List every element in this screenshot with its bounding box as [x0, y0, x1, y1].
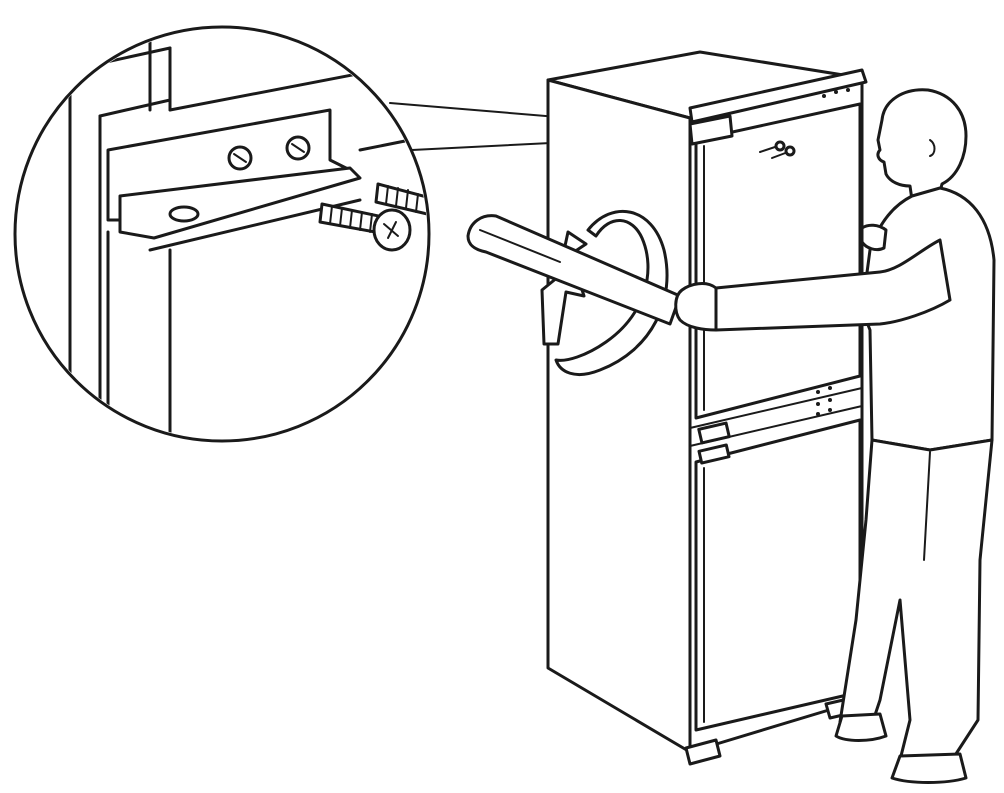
- top-hinge-bracket: [688, 114, 734, 146]
- person-hand: [674, 282, 718, 332]
- appliance-cabinet: [546, 50, 868, 766]
- zoom-detail-callout: [13, 25, 431, 443]
- person-figure: [674, 88, 996, 784]
- middle-hinge-bracket: [697, 421, 731, 445]
- person-shoe-left: [834, 712, 888, 742]
- hinge-screws: [759, 140, 796, 159]
- person-legs: [838, 438, 994, 762]
- person-far-hand: [860, 223, 888, 252]
- person-arm: [714, 238, 952, 332]
- screw-detail-2: [374, 182, 427, 234]
- cabinet-foot-left: [684, 738, 722, 766]
- cabinet-side-panel: [546, 78, 692, 754]
- lower-hinge-bracket: [697, 443, 731, 465]
- cabinet-top-trim: [688, 68, 868, 124]
- lower-door-panel: [694, 418, 862, 732]
- screw-detail-1: [318, 202, 412, 252]
- person-shoe-right: [890, 752, 968, 784]
- cabinet-mount-holes: [816, 88, 850, 416]
- person-head: [876, 88, 968, 202]
